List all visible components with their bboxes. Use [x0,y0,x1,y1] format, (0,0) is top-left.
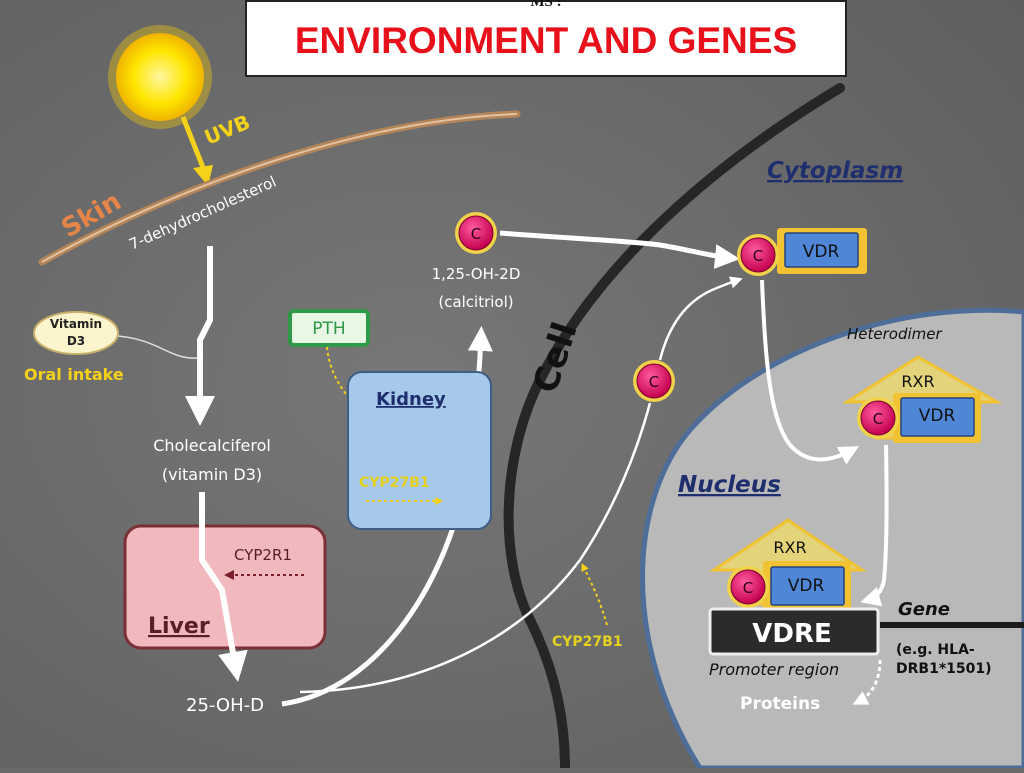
vitamin-d3-line1: Vitamin [50,317,102,331]
svg-text:VDR: VDR [919,406,956,426]
cyp27b1-cell-label: CYP27B1 [552,634,623,650]
liver-label: Liver [148,614,210,639]
oral-intake-label: Oral intake [24,365,124,384]
sun-icon [108,25,212,129]
svg-text:VDR: VDR [803,242,840,262]
25-oh-d-label: 25-OH-D [186,695,264,716]
heterodimer-label: Heterodimer [847,325,942,343]
nucleus-label: Nucleus [678,472,781,498]
calcitriol-label-line2: (calcitriol) [438,293,513,311]
example-gene-line2: DRB1*1501) [896,661,992,677]
svg-text:RXR: RXR [773,538,806,557]
proteins-label: Proteins [740,694,820,714]
pth-label: PTH [312,319,345,339]
example-gene-line1: (e.g. HLA- [896,642,975,658]
cytoplasm-c-vdr-complex: VDR C [737,228,867,276]
gene-label: Gene [898,599,950,620]
cell-c-node: C [633,360,675,402]
page-title: ENVIRONMENT AND GENES [247,20,845,62]
svg-text:C: C [743,579,753,597]
svg-text:C: C [649,373,659,391]
svg-text:RXR: RXR [901,372,934,391]
vitamin-d3-parenthetical: (vitamin D3) [162,465,262,484]
calcitriol-label-line1: 1,25-OH-2D [432,265,521,283]
promoter-region-label: Promoter region [709,660,839,679]
cytoplasm-label: Cytoplasm [767,158,903,184]
title-prefix: MS : [247,0,845,11]
title-box: MS : ENVIRONMENT AND GENES [245,0,847,77]
calcitriol-c-node: C [455,212,497,254]
cholecalciferol-label: Cholecalciferol [153,436,271,455]
cyp27b1-kidney-label: CYP27B1 [359,475,430,491]
cyp2r1-label: CYP2R1 [234,546,292,564]
svg-text:VDR: VDR [788,576,825,596]
vdre-label: VDRE [752,619,832,649]
svg-text:C: C [873,410,883,428]
svg-text:C: C [471,225,481,243]
vitamin-d3-line2: D3 [67,334,85,348]
svg-text:C: C [753,247,763,265]
kidney-label: Kidney [376,389,446,410]
